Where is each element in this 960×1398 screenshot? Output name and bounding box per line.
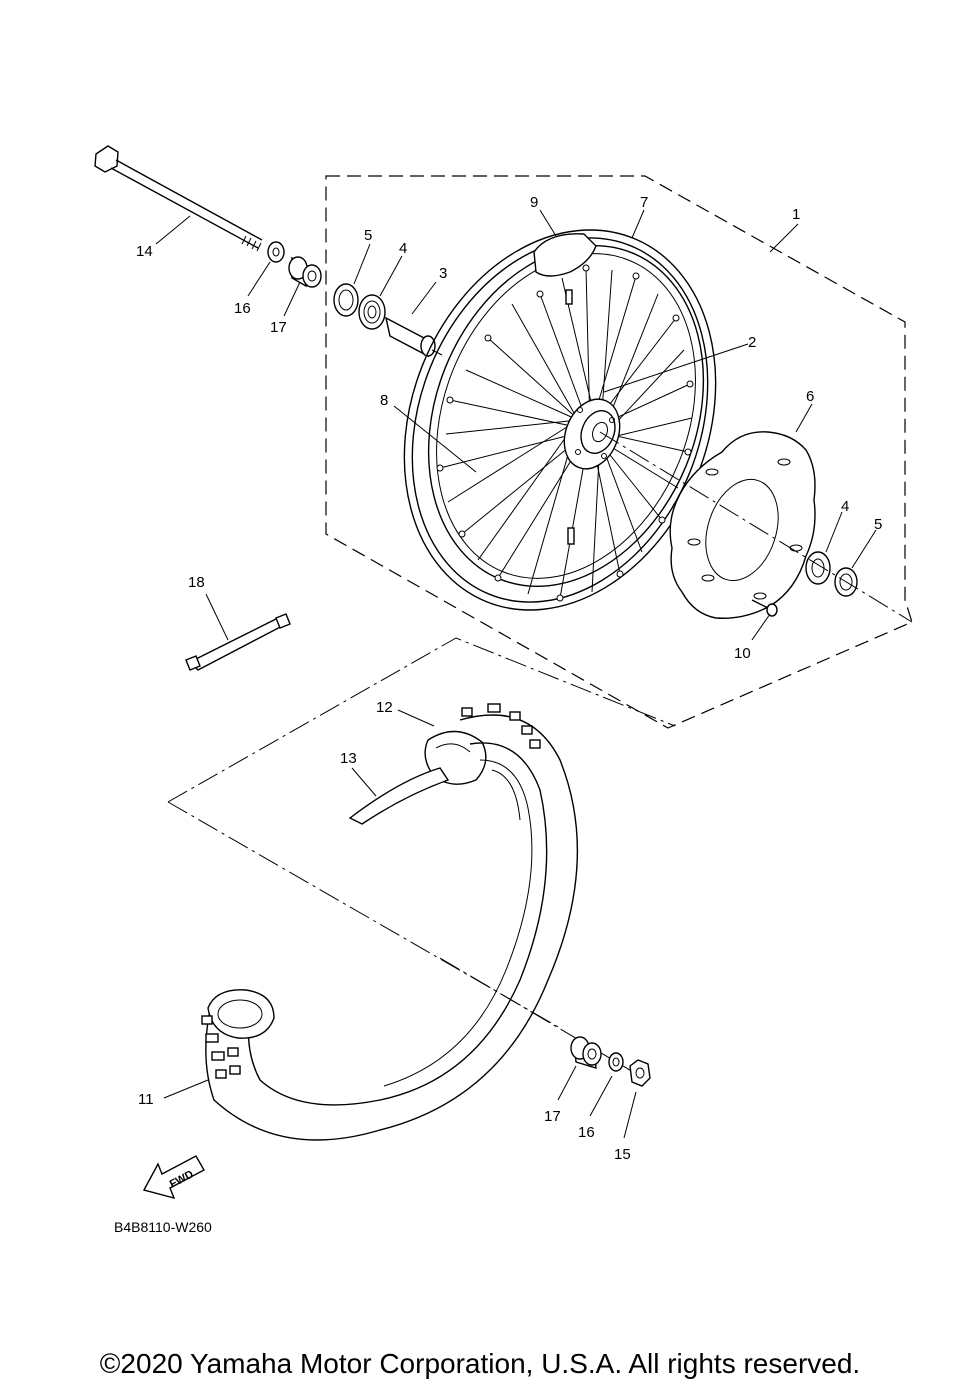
drawing-code: B4B8110-W260	[114, 1219, 212, 1235]
callout-18: 18	[188, 574, 205, 591]
callout-12: 12	[376, 699, 393, 716]
spacer	[384, 316, 443, 358]
callout-5-left: 5	[364, 227, 372, 244]
callout-5-right: 5	[874, 516, 882, 533]
callout-10: 10	[734, 645, 751, 662]
callout-4-right: 4	[841, 498, 849, 515]
rim-band-strip	[348, 767, 450, 825]
bearing-left	[358, 294, 386, 330]
callout-2: 2	[748, 334, 756, 351]
collar-lower	[570, 1036, 602, 1069]
axle-nut	[629, 1059, 651, 1087]
rim-band	[533, 233, 597, 277]
callout-14: 14	[136, 243, 153, 260]
forward-arrow-icon: FWD	[142, 1155, 205, 1200]
callout-16-upper: 16	[234, 300, 251, 317]
callout-7: 7	[640, 194, 648, 211]
front-axle	[94, 145, 263, 252]
callout-16-lower: 16	[578, 1124, 595, 1141]
callout-13: 13	[340, 750, 357, 767]
callout-6: 6	[806, 388, 814, 405]
callout-3: 3	[439, 265, 447, 282]
spoke-wrench	[185, 613, 291, 671]
brake-disc	[669, 431, 816, 619]
bearing-right	[805, 551, 831, 585]
callout-1: 1	[792, 206, 800, 223]
callout-17-lower: 17	[544, 1108, 561, 1125]
collar-upper	[288, 256, 322, 288]
wheel-assembly-boundary	[325, 175, 913, 729]
axle-centerline-upper	[599, 431, 913, 623]
callout-8: 8	[380, 392, 388, 409]
callout-17-upper: 17	[270, 319, 287, 336]
tire-group-boundary	[167, 637, 676, 803]
callout-9: 9	[530, 194, 538, 211]
valve-stem	[565, 289, 575, 545]
hub	[563, 398, 621, 470]
axle-washer-lower	[608, 1052, 624, 1072]
tire	[201, 703, 579, 1141]
axle-washer-upper	[267, 241, 285, 263]
leader-lines	[155, 209, 877, 1139]
axle-centerline-lower	[439, 957, 641, 1077]
copyright-notice: ©2020 Yamaha Motor Corporation, U.S.A. A…	[99, 1348, 861, 1379]
rim	[403, 229, 717, 611]
oil-seal-left	[333, 283, 359, 317]
callout-11: 11	[138, 1091, 154, 1108]
spoke-nipples	[436, 264, 694, 602]
callout-15: 15	[614, 1146, 631, 1163]
callout-4-left: 4	[399, 240, 407, 257]
disc-bolt	[751, 599, 778, 617]
